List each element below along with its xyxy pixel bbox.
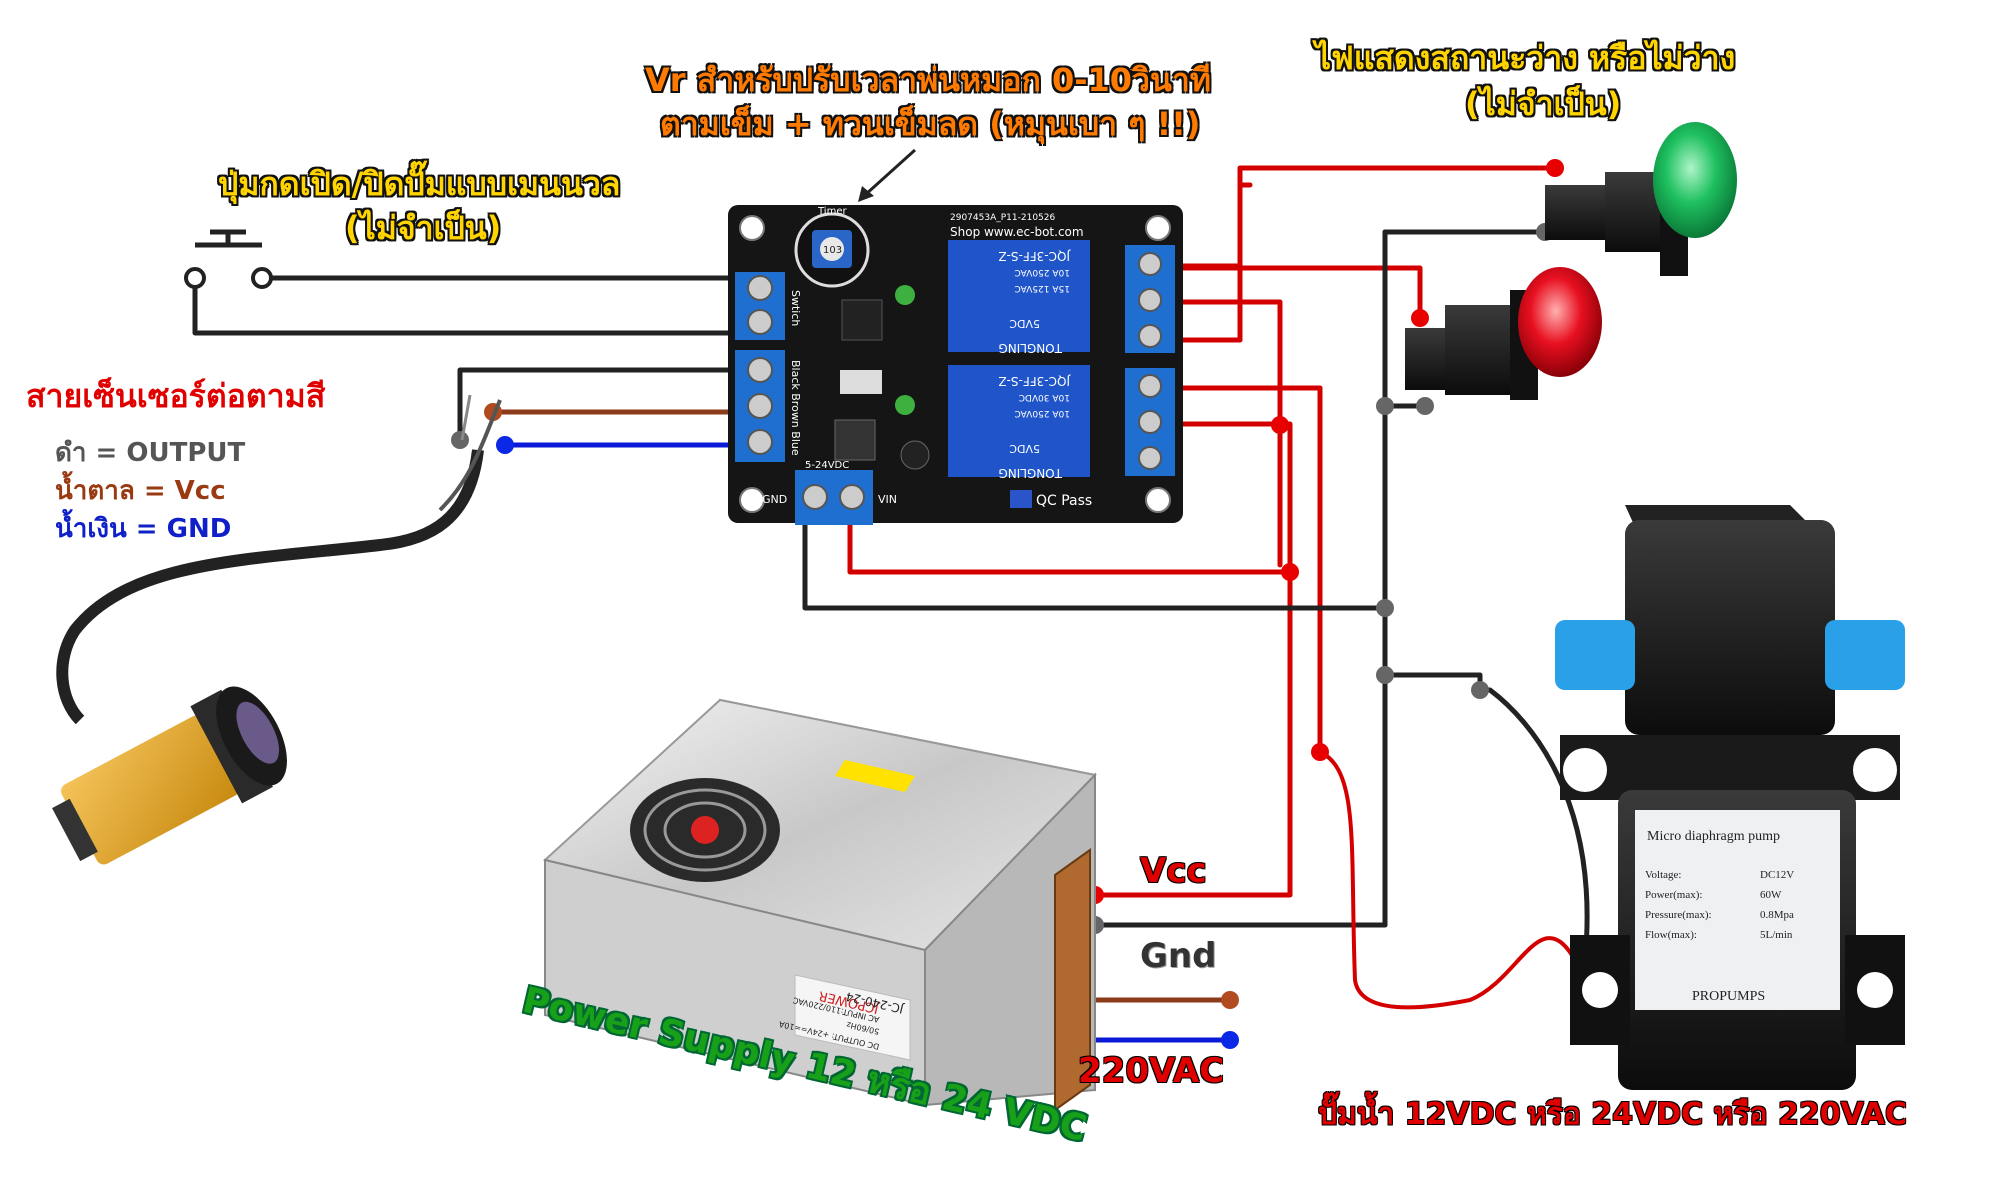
pump-flow-key: Flow(max): [1645,929,1697,941]
wires [192,165,1590,1043]
red-lamp-red-wire [1159,265,1423,321]
dot-ground-bus-3 [1376,666,1394,684]
relay-2 [948,365,1090,477]
dot-sensor-blue [496,436,514,454]
board-vin-label: VIN [878,493,897,506]
vr-label-line1: Vr สำหรับปรับเวลาพ่นหมอก 0-10วินาที [645,61,1211,99]
pump-power-value: 60W [1760,889,1782,901]
board-power-label: 5-24VDC [805,460,849,471]
relay2-model: JQC-3FF-S-Z [998,374,1071,388]
photoelectric-sensor [52,394,502,865]
dot-ac-brown [1221,991,1239,1009]
green-lamp [1545,122,1737,276]
status-led-1 [895,285,915,305]
sensor-title: สายเซ็นเซอร์ต่อตามสี [26,377,326,415]
relay1-rating-2: 15A 125VAC [1014,283,1070,293]
pump-pressure-key: Pressure(max): [1645,909,1712,921]
board-qc: QC Pass [1036,493,1092,509]
relay1-volt: 5VDC [1009,317,1040,330]
dot-sensor-black [451,431,469,449]
board-timer: Timer [817,206,847,217]
ground-to-pump [1382,672,1590,963]
lamp-label-line1: ไฟแสดงสถานะว่าง หรือไม่ว่าง [1315,39,1736,77]
vr-label-line2: ตามเข็ม + ทวนเข็มลด (หมุนเบา ๆ !!) [660,105,1201,143]
dot-red-lamp-black [1416,397,1434,415]
red-lamp [1405,267,1602,400]
lamp-label-line2: (ไม่จำเป็น) [1465,85,1622,123]
sensor-body [61,715,239,865]
diaphragm-pump [1555,505,1905,1090]
dot-pump-ground [1471,681,1489,699]
pump-brand: PROPUMPS [1692,989,1765,1004]
ground-from-board [802,512,1388,611]
pump-voltage-value: DC12V [1760,869,1794,881]
vcc-label: Vcc [1140,851,1207,891]
control-board [728,205,1183,525]
pump-pressure-value: 0.8Mpa [1760,909,1794,921]
dot-vin-split [1281,563,1299,581]
button-label-line2: (ไม่จำเป็น) [345,209,502,247]
pump-red-lead [1318,750,1577,1010]
dot-red-lamp-red [1411,309,1429,327]
pump-power-key: Power(max): [1645,889,1702,901]
legend-brown: น้ำตาล = Vcc [55,476,226,506]
pump-title: Micro diaphragm pump [1647,829,1780,844]
button-label-line1: ปุ่มกดเปิด/ปิดปั๊มแบบเมนนวล [218,165,621,203]
relay2-rating-1: 10A 30VDC [1019,392,1070,402]
legend-blue: น้ำเงิน = GND [55,514,232,544]
board-shop: Shop www.ec-bot.com [950,225,1084,239]
pump-voltage-key: Voltage: [1645,869,1681,881]
board-pot: 103 [823,245,842,256]
relay2-com-wire [1092,421,1293,898]
board-wires-label: Black Brown Blue [789,360,802,456]
dot-green-lamp-red [1546,159,1564,177]
power-supply [542,698,1097,1112]
legend-black: ดำ = OUTPUT [55,438,246,468]
gnd-label: Gnd [1140,936,1217,976]
board-texts: 2907453A_P11-210526 Shop www.ec-bot.com … [762,206,1092,509]
relay1-model: JQC-3FF-S-Z [998,249,1071,263]
relay2-rating-2: 10A 250VAC [1014,408,1070,418]
pump-outlet [1825,620,1905,690]
pump-flow-value: 5L/min [1760,929,1793,941]
board-switch-label: Swtich [789,290,802,326]
green-lamp-lens [1653,122,1737,238]
dot-ground-bus-2 [1376,599,1394,617]
dot-ground-bus-1 [1376,397,1394,415]
pump-texts: Micro diaphragm pump Voltage: DC12V Powe… [1645,829,1794,1004]
sensor-black-wire [457,367,763,443]
relay2-no-wire [1159,385,1323,755]
board-gnd-label: GND [762,493,787,506]
pump-inlet [1555,620,1635,690]
ac-label: 220VAC [1078,1051,1225,1091]
relay2-brand: TONGLING [998,466,1063,480]
vr-arrow [858,148,917,202]
relay1-rating-1: 10A 250VAC [1014,267,1070,277]
relay2-volt: 5VDC [1009,442,1040,455]
dot-ac-blue [1221,1031,1239,1049]
board-pcb-code: 2907453A_P11-210526 [950,213,1055,223]
green-lamp-red-wire [1159,165,1558,269]
dot-relay2-out [1311,743,1329,761]
relay-1 [948,240,1090,352]
green-lamp-black-wire [1159,182,1253,343]
vin-wire [847,512,1293,575]
push-button [184,229,273,289]
status-led-2 [895,395,915,415]
relay1-brand: TONGLING [998,341,1063,355]
red-lamp-lens [1518,267,1602,377]
relay1-nc-wire [1159,299,1283,568]
dot-relay1-out [1271,416,1289,434]
button-wire-left [192,275,763,336]
pump-label: ปั๊มน้ำ 12VDC หรือ 24VDC หรือ 220VAC [1318,1097,1908,1132]
